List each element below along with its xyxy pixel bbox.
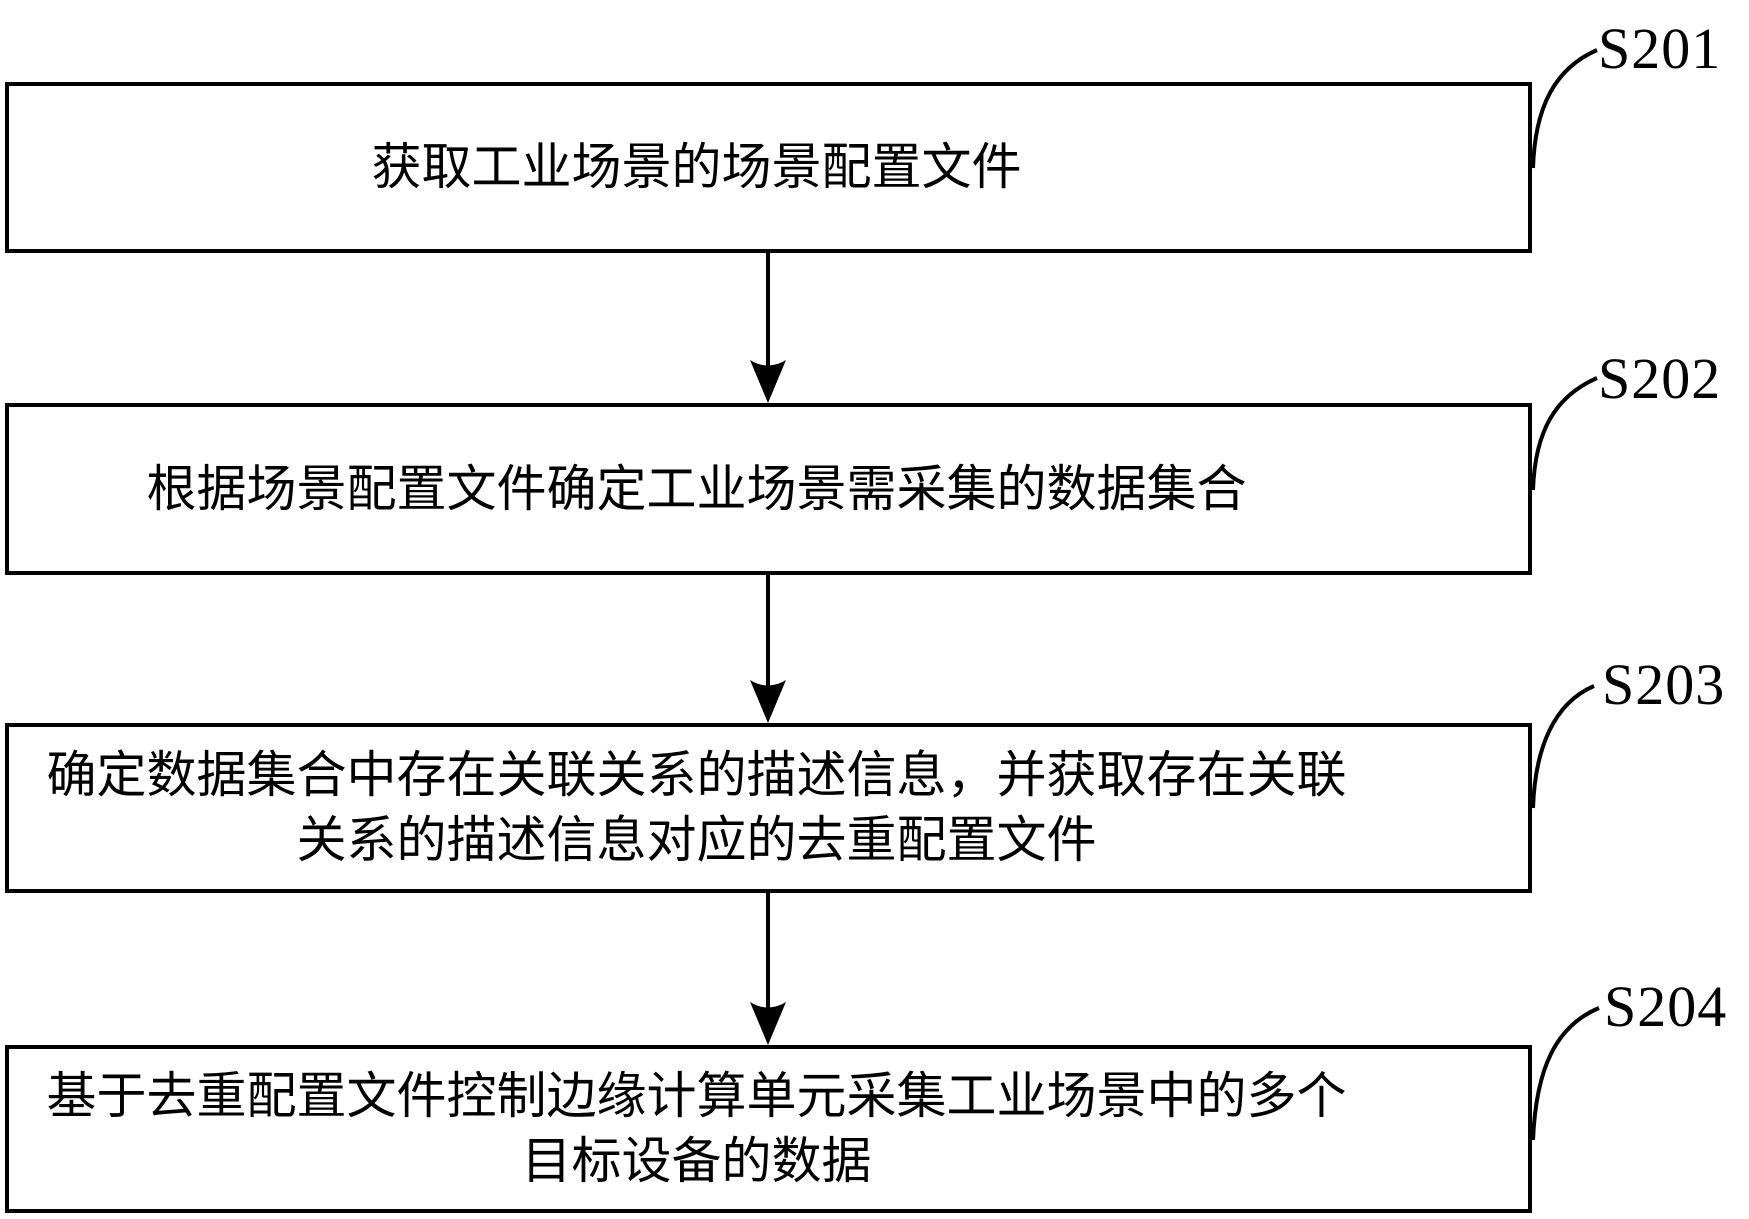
flow-arrow-1 <box>750 253 786 403</box>
step-text-s203: 确定数据集合中存在关联关系的描述信息，并获取存在关联 关系的描述信息对应的去重配… <box>46 747 1347 868</box>
step-label-s204: S204 <box>1604 974 1728 1039</box>
step-label-s203: S203 <box>1602 652 1726 717</box>
leader-line-s201 <box>1531 48 1598 169</box>
step-label-s201: S201 <box>1598 16 1722 81</box>
leader-line-s202 <box>1531 376 1598 491</box>
step-box-s204: 基于去重配置文件控制边缘计算单元采集工业场景中的多个 目标设备的数据 <box>5 1045 1532 1213</box>
step-label-s202: S202 <box>1598 346 1722 411</box>
step-box-s202: 根据场景配置文件确定工业场景需采集的数据集合 <box>5 403 1532 575</box>
step-box-s201: 获取工业场景的场景配置文件 <box>5 82 1532 253</box>
flow-arrow-3 <box>750 893 786 1045</box>
step-text-s204: 基于去重配置文件控制边缘计算单元采集工业场景中的多个 目标设备的数据 <box>46 1068 1347 1189</box>
leader-line-s203 <box>1531 684 1595 809</box>
leader-line-s204 <box>1531 1006 1600 1141</box>
step-box-s203: 确定数据集合中存在关联关系的描述信息，并获取存在关联 关系的描述信息对应的去重配… <box>5 723 1532 893</box>
step-text-s202: 根据场景配置文件确定工业场景需采集的数据集合 <box>146 460 1247 517</box>
flow-arrow-2 <box>750 575 786 723</box>
step-text-s201: 获取工业场景的场景配置文件 <box>371 139 1022 195</box>
